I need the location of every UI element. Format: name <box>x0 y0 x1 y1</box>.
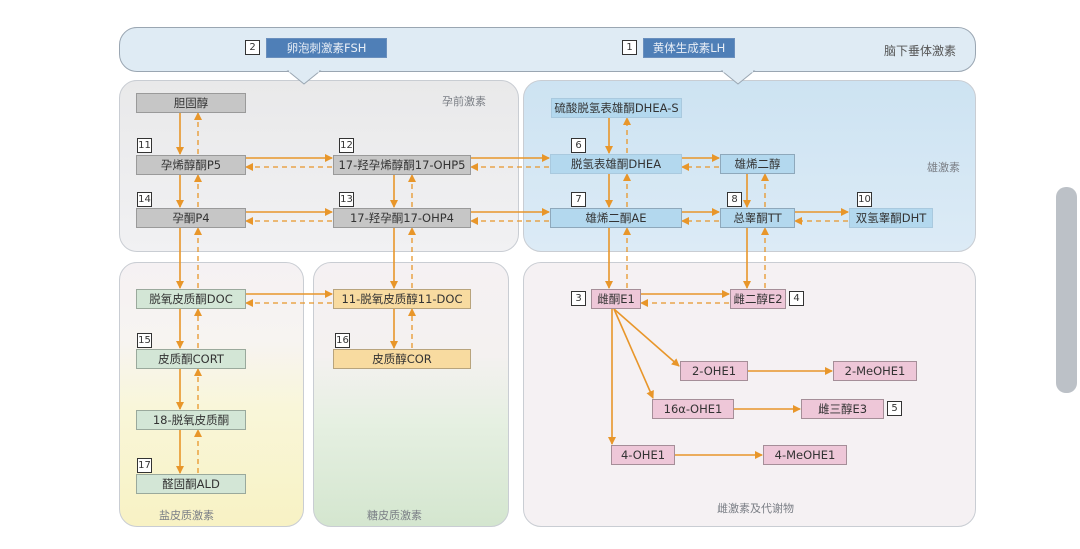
node-p5[interactable]: 孕烯醇酮P5 <box>136 155 246 175</box>
node-dht[interactable]: 双氢睾酮DHT <box>849 208 933 228</box>
pituitary-panel <box>119 27 976 72</box>
step-number: 3 <box>571 291 586 306</box>
step-number: 11 <box>137 138 152 153</box>
node-dhea[interactable]: 脱氢表雄酮DHEA <box>550 154 682 174</box>
step-number: 6 <box>571 138 586 153</box>
node-lh[interactable]: 黄体生成素LH <box>643 38 735 58</box>
step-number: 8 <box>727 192 742 207</box>
node-4-ohe1[interactable]: 4-OHE1 <box>611 445 675 465</box>
forward-arrow <box>613 308 654 399</box>
step-number: 4 <box>789 291 804 306</box>
node-17-ohp5[interactable]: 17-羟孕烯醇酮17-OHP5 <box>333 155 471 175</box>
node-cholesterol[interactable]: 胆固醇 <box>136 93 246 113</box>
estrogen-label: 雌激素及代谢物 <box>717 502 794 515</box>
node-dhea-s[interactable]: 硫酸脱氢表雄酮DHEA-S <box>551 98 682 118</box>
node-18-deoxycorticosterone[interactable]: 18-脱氧皮质酮 <box>136 410 246 430</box>
node-cor[interactable]: 皮质醇COR <box>333 349 471 369</box>
step-number: 12 <box>339 138 354 153</box>
progestogen-label: 孕前激素 <box>442 95 486 108</box>
node-2-ohe1[interactable]: 2-OHE1 <box>680 361 748 381</box>
step-number: 5 <box>887 401 902 416</box>
node-cort[interactable]: 皮质酮CORT <box>136 349 246 369</box>
node-16a-ohe1[interactable]: 16α-OHE1 <box>652 399 734 419</box>
node-4-meohe1[interactable]: 4-MeOHE1 <box>763 445 847 465</box>
node-tt[interactable]: 总睾酮TT <box>720 208 795 228</box>
forward-arrow <box>613 308 680 367</box>
node-e2[interactable]: 雌二醇E2 <box>730 289 786 309</box>
step-number: 2 <box>245 40 260 55</box>
step-number: 17 <box>137 458 152 473</box>
step-number: 1 <box>622 40 637 55</box>
glucocorticoid-label: 糖皮质激素 <box>367 509 422 522</box>
step-number: 14 <box>137 192 152 207</box>
node-fsh[interactable]: 卵泡刺激素FSH <box>266 38 387 58</box>
step-number: 13 <box>339 192 354 207</box>
node-e3[interactable]: 雌三醇E3 <box>801 399 884 419</box>
node-17-ohp4[interactable]: 17-羟孕酮17-OHP4 <box>333 208 471 228</box>
androgen-label: 雄激素 <box>927 161 960 174</box>
node-androstenediol[interactable]: 雄烯二醇 <box>720 154 795 174</box>
pituitary-label: 脑下垂体激素 <box>884 44 957 58</box>
node-p4[interactable]: 孕酮P4 <box>136 208 246 228</box>
vertical-scrollbar[interactable] <box>1056 187 1077 393</box>
step-number: 16 <box>335 333 350 348</box>
step-number: 10 <box>857 192 872 207</box>
node-ald[interactable]: 醛固酮ALD <box>136 474 246 494</box>
node-e1[interactable]: 雌酮E1 <box>591 289 641 309</box>
step-number: 15 <box>137 333 152 348</box>
node-ae[interactable]: 雄烯二酮AE <box>550 208 682 228</box>
node-2-meohe1[interactable]: 2-MeOHE1 <box>833 361 917 381</box>
mineralocorticoid-label: 盐皮质激素 <box>159 509 214 522</box>
node-11-doc[interactable]: 11-脱氧皮质醇11-DOC <box>333 289 471 309</box>
node-doc[interactable]: 脱氧皮质酮DOC <box>136 289 246 309</box>
step-number: 7 <box>571 192 586 207</box>
